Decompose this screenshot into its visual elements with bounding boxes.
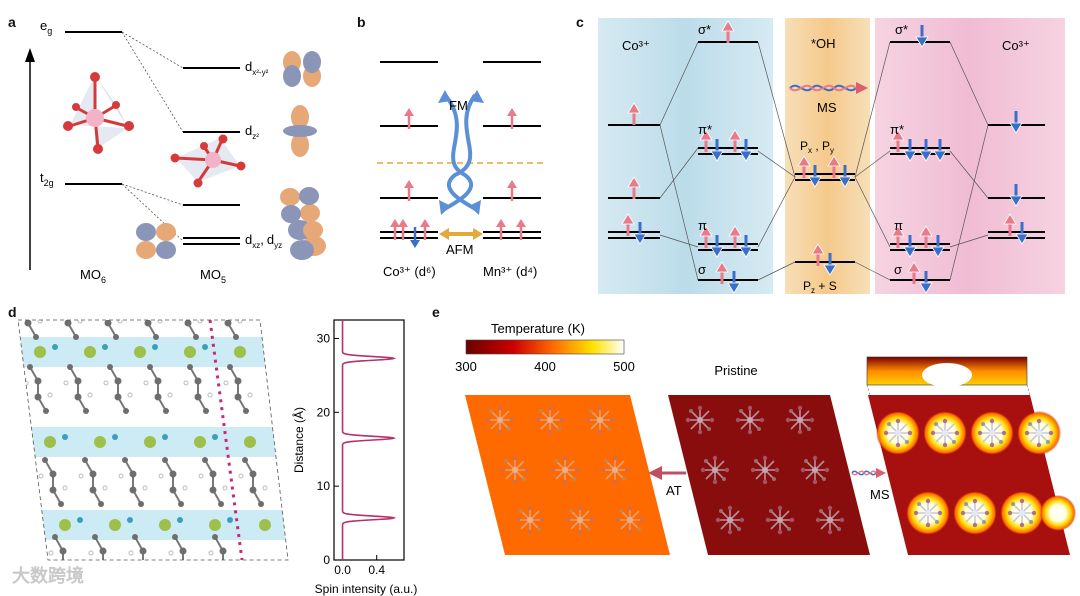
- ms-structure: [866, 356, 1076, 555]
- pristine-label: Pristine: [714, 363, 757, 378]
- svg-text:MO5: MO5: [200, 267, 226, 285]
- colorbar-tick-500: 500: [613, 359, 635, 374]
- y-tick-label: 30: [317, 331, 331, 345]
- mo6-caption: MO: [80, 267, 101, 282]
- sigma-star-right: σ*: [895, 22, 908, 37]
- sigma-star-left: σ*: [698, 22, 711, 37]
- svg-text:dx²-y²: dx²-y²: [245, 59, 269, 77]
- ylabel: Distance (Å): [291, 407, 306, 473]
- dxz-orbital-icon: [136, 223, 176, 259]
- metal-nodes: [34, 346, 271, 531]
- colorbar-tick-300: 300: [455, 359, 477, 374]
- panel-b-diagram: FM AFM Co³⁺ (d⁶) Mn³⁺ (d⁴): [377, 61, 545, 279]
- mn-ion-label: Mn³⁺ (d⁴): [483, 264, 537, 279]
- oh-label: *OH: [811, 36, 836, 51]
- mo5-caption: MO: [200, 267, 221, 282]
- ms-e-label: MS: [870, 487, 890, 502]
- panel-d-label: d: [8, 304, 17, 320]
- dz2-label: d: [245, 123, 252, 138]
- co-right-label: Co³⁺: [1002, 38, 1030, 53]
- svg-text:dz²: dz²: [245, 123, 259, 141]
- panel-e-label: e: [432, 304, 440, 320]
- svg-text:eg: eg: [40, 18, 52, 36]
- colorbar-title: Temperature (K): [491, 321, 585, 336]
- eg-label: e: [40, 18, 47, 33]
- pyramid-icon: [170, 134, 246, 188]
- dx2y2-label: d: [245, 59, 252, 74]
- svg-text:t2g: t2g: [40, 170, 54, 188]
- t2g-label: t: [40, 170, 44, 185]
- panel-c-label: c: [576, 14, 584, 30]
- x-tick-label: 0.0: [334, 563, 351, 577]
- panel-a-diagram: eg t2g dx²-y² dz² dxz,dyz MO6 MO5: [25, 18, 326, 285]
- at-label: AT: [666, 483, 682, 498]
- pi-right: π: [894, 218, 903, 233]
- colorbar: [465, 339, 625, 355]
- sigma-right: σ: [894, 262, 902, 277]
- pxpy-label: P: [800, 139, 808, 153]
- ms-label: MS: [817, 100, 837, 115]
- panel-c-diagram: Co³⁺ Co³⁺ *OH MS σ* σ* π* π* π π σ σ Px …: [598, 18, 1065, 295]
- y-tick-label: 20: [317, 405, 331, 419]
- dz2-orbital-icon: [283, 105, 317, 157]
- fm-label: FM: [449, 98, 468, 113]
- x-tick-label: 0.4: [368, 563, 385, 577]
- octahedron-icon: [63, 72, 134, 154]
- svg-text:dxz,dyz: dxz,dyz: [245, 232, 282, 250]
- y-tick-label: 0: [323, 553, 330, 567]
- dxy-orbital-icon: [280, 187, 320, 223]
- co-left-label: Co³⁺: [622, 38, 650, 53]
- spin-intensity-chart: 0 10 20 30 0.0 0.4 Distance (Å) Spin intensit…: [291, 319, 418, 596]
- dxz-label: d: [245, 232, 252, 247]
- at-structure: [465, 395, 670, 555]
- panel-a-label: a: [8, 14, 16, 30]
- xlabel: Spin intensity (a.u.): [315, 582, 418, 596]
- colorbar-tick-400: 400: [534, 359, 556, 374]
- y-tick-label: 10: [317, 479, 331, 493]
- panel-b-label: b: [357, 14, 366, 30]
- afm-label: AFM: [446, 242, 473, 257]
- svg-text:Pz + S: Pz + S: [803, 279, 837, 295]
- svg-text:Px , Py: Px , Py: [800, 139, 834, 155]
- pristine-structure: [668, 395, 870, 555]
- sigma-left: σ: [698, 262, 706, 277]
- svg-text:MO6: MO6: [80, 267, 106, 285]
- dx2y2-orbital-icon: [283, 51, 321, 87]
- dyz-orbital-icon: [288, 220, 326, 260]
- pz-label: P: [803, 279, 811, 293]
- pi-star-left: π*: [698, 122, 712, 137]
- co-ion-label: Co³⁺ (d⁶): [383, 264, 436, 279]
- panel-d-crystal: [17, 319, 289, 561]
- pi-star-right: π*: [890, 122, 904, 137]
- chart-frame: [333, 319, 405, 561]
- panel-e-figure: Temperature (K) 300 400 500 Pristine: [455, 321, 1076, 555]
- pi-left: π: [698, 218, 707, 233]
- spin-series-line: [341, 320, 397, 560]
- watermark: 大数跨境: [12, 566, 84, 586]
